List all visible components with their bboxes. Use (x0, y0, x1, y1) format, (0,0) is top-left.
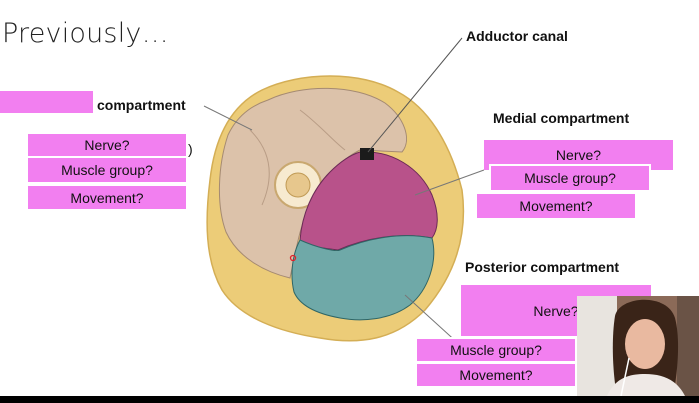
bottom-bar (0, 396, 699, 403)
posterior-muscle-group-box: Muscle group? (415, 337, 577, 363)
label-anterior-compartment: compartment (97, 97, 186, 113)
pointer-anterior (203, 105, 253, 131)
label-adductor-canal: Adductor canal (466, 28, 568, 44)
posterior-compartment-muscle (291, 235, 435, 321)
red-marker (289, 254, 297, 262)
posterior-movement-box: Movement? (415, 362, 577, 388)
label-medial-compartment: Medial compartment (493, 110, 630, 126)
redacted-anterior-name-box (0, 91, 93, 113)
pointer-adductor (367, 37, 463, 153)
medial-movement-box: Movement? (477, 194, 635, 218)
medial-muscle-group-box: Muscle group? (489, 164, 651, 192)
medial-compartment-muscle (299, 151, 438, 251)
pointer-medial (414, 169, 485, 196)
pointer-posterior (404, 294, 461, 346)
label-posterior-compartment: Posterior compartment (465, 259, 620, 275)
adductor-canal-vessels (360, 148, 374, 160)
anterior-paren: ) (188, 141, 193, 157)
anterior-movement-box: Movement? (28, 186, 186, 209)
slide-title: Previously… (2, 18, 169, 49)
presenter-avatar (577, 296, 699, 396)
presenter-webcam-video (577, 296, 699, 396)
anterior-nerve-box: Nerve? (28, 134, 186, 156)
anterior-muscle-group-box: Muscle group? (28, 158, 186, 182)
